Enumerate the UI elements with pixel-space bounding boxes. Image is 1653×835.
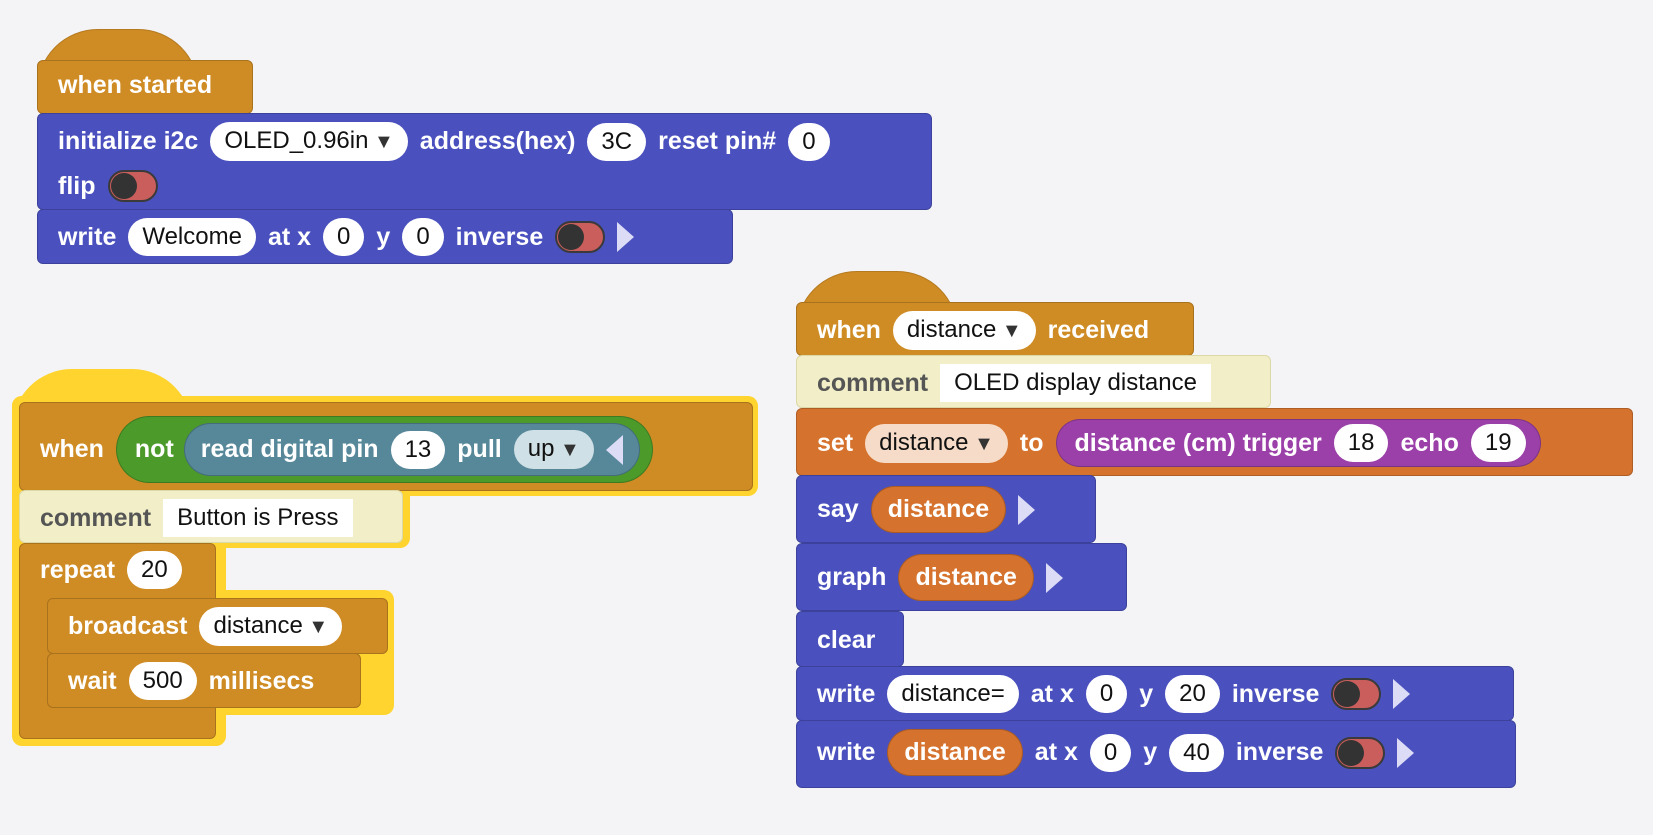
block-label: flip <box>58 171 96 200</box>
block-label: y <box>1139 679 1154 708</box>
wait-input[interactable]: 500 <box>128 662 197 700</box>
when-condition-hat[interactable]: when not read digital pin 13 pull up <box>19 371 753 491</box>
block-label: repeat <box>40 555 116 584</box>
block-label: at x <box>267 222 312 251</box>
expand-arrow-icon[interactable] <box>1018 494 1036 525</box>
block-label: received <box>1047 316 1150 344</box>
broadcast-block[interactable]: broadcast distance <box>47 598 388 654</box>
block-label: read digital pin <box>200 435 379 463</box>
hat-label: when started <box>58 71 213 99</box>
block-label: echo <box>1400 428 1459 457</box>
block-label: to <box>1019 428 1044 457</box>
message-dropdown[interactable]: distance <box>892 311 1036 350</box>
expand-arrow-icon[interactable] <box>1393 679 1411 709</box>
pin-input[interactable]: 13 <box>390 430 446 469</box>
distance-variable-reporter[interactable]: distance <box>898 554 1034 601</box>
block-label: set <box>817 428 854 457</box>
echo-input[interactable]: 19 <box>1470 424 1526 462</box>
expand-arrow-icon[interactable] <box>1045 562 1063 593</box>
initialize-i2c-block[interactable]: initialize i2c OLED_0.96in address(hex) … <box>37 113 932 210</box>
block-label: address(hex) <box>419 127 576 155</box>
distance-variable-reporter[interactable]: distance <box>870 486 1007 533</box>
distance-variable-reporter[interactable]: distance <box>887 729 1023 776</box>
block-label: say <box>817 495 859 523</box>
block-label: inverse <box>1235 738 1324 766</box>
text-input[interactable]: Welcome <box>128 218 256 256</box>
write-block[interactable]: write distance at x 0 y 40 inverse <box>796 720 1516 788</box>
block-label: distance (cm) trigger <box>1074 428 1322 457</box>
block-label: comment <box>40 503 152 532</box>
inverse-toggle[interactable] <box>555 221 606 253</box>
read-digital-pin-reporter[interactable]: read digital pin 13 pull up <box>183 423 640 476</box>
block-label: write <box>817 679 876 708</box>
expand-arrow-icon[interactable] <box>1397 737 1415 768</box>
inverse-toggle[interactable] <box>1331 678 1382 710</box>
y-input[interactable]: 20 <box>1165 675 1220 713</box>
write-block[interactable]: write Welcome at x 0 y 0 inverse <box>37 209 733 264</box>
block-label: at x <box>1030 679 1074 708</box>
block-label: comment <box>817 368 929 397</box>
block-label: millisecs <box>208 666 315 695</box>
inverse-toggle[interactable] <box>1335 736 1386 769</box>
graph-block[interactable]: graph distance <box>796 543 1127 611</box>
say-block[interactable]: say distance <box>796 475 1096 543</box>
comment-input[interactable]: OLED display distance <box>940 364 1211 402</box>
block-label: write <box>817 738 876 766</box>
block-label: broadcast <box>68 612 188 640</box>
text-input[interactable]: distance= <box>887 675 1019 713</box>
distance-sensor-reporter[interactable]: distance (cm) trigger 18 echo 19 <box>1055 419 1541 467</box>
y-input[interactable]: 0 <box>402 218 444 256</box>
block-label: pull <box>457 435 502 463</box>
wait-block[interactable]: wait 500 millisecs <box>47 653 361 708</box>
block-label: inverse <box>455 222 544 251</box>
block-label: write <box>58 222 117 251</box>
pull-dropdown[interactable]: up <box>513 430 594 469</box>
broadcast-dropdown[interactable]: distance <box>199 607 343 646</box>
block-label: y <box>376 222 391 251</box>
block-label: graph <box>817 563 887 591</box>
y-input[interactable]: 40 <box>1169 733 1224 772</box>
clear-block[interactable]: clear <box>796 611 904 667</box>
expand-arrow-icon[interactable] <box>617 222 635 252</box>
reset-pin-input[interactable]: 0 <box>788 122 830 161</box>
x-input[interactable]: 0 <box>323 218 365 256</box>
set-variable-block[interactable]: set distance to distance (cm) trigger 18… <box>796 408 1633 476</box>
when-started-hat[interactable]: when started <box>37 29 253 114</box>
variable-dropdown[interactable]: distance <box>865 423 1008 463</box>
address-input[interactable]: 3C <box>587 122 647 161</box>
collapse-arrow-icon[interactable] <box>605 434 623 465</box>
block-label: clear <box>817 626 876 654</box>
block-label: inverse <box>1231 679 1320 708</box>
block-label: when <box>817 316 881 344</box>
repeat-count-input[interactable]: 20 <box>127 551 182 589</box>
x-input[interactable]: 0 <box>1085 675 1128 713</box>
block-label: at x <box>1034 738 1078 766</box>
comment-block[interactable]: comment Button is Press <box>19 490 403 543</box>
trigger-input[interactable]: 18 <box>1333 424 1389 462</box>
comment-block[interactable]: comment OLED display distance <box>796 355 1271 408</box>
comment-input[interactable]: Button is Press <box>163 499 353 537</box>
block-label: when <box>40 435 104 463</box>
block-label: not <box>134 435 174 463</box>
write-block[interactable]: write distance= at x 0 y 20 inverse <box>796 666 1514 721</box>
flip-toggle[interactable] <box>107 170 158 202</box>
block-label: y <box>1143 738 1158 766</box>
when-received-hat[interactable]: when distance received <box>796 271 1194 356</box>
display-dropdown[interactable]: OLED_0.96in <box>210 122 408 161</box>
block-label: wait <box>68 666 117 695</box>
block-label: initialize i2c <box>58 127 199 155</box>
not-operator[interactable]: not read digital pin 13 pull up <box>115 416 653 483</box>
block-label: reset pin# <box>658 127 777 155</box>
x-input[interactable]: 0 <box>1089 733 1132 772</box>
